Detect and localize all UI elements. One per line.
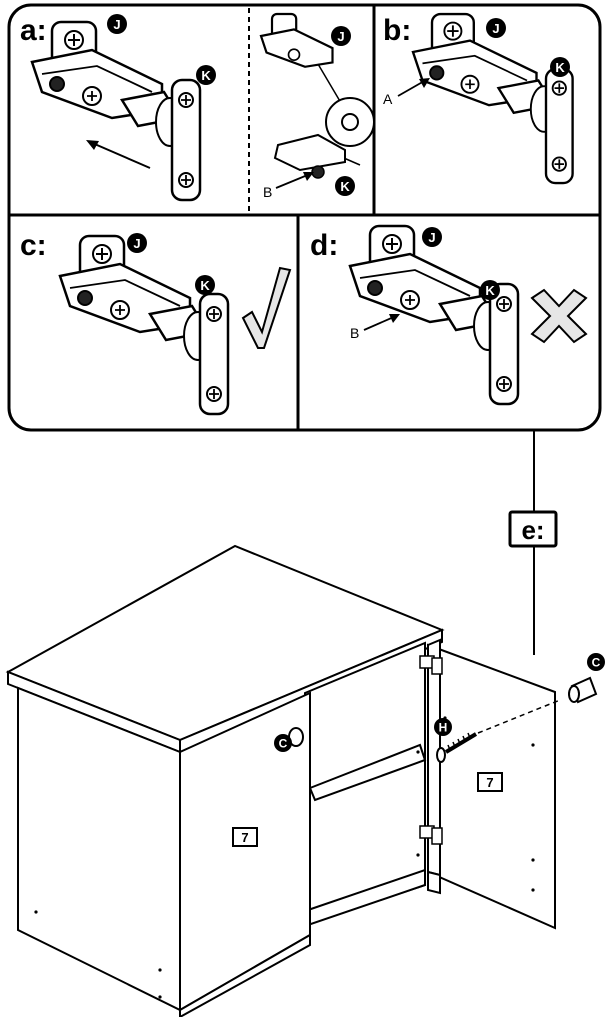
svg-text:K: K [200,278,210,293]
callout-b-d: B [350,325,359,341]
part-badge-j-b: J [486,18,506,38]
svg-text:K: K [555,60,565,75]
svg-text:H: H [439,721,448,735]
svg-text:7: 7 [241,830,248,845]
part-badge-k: K [196,65,216,85]
step-a-label: a: [20,14,47,47]
callout-b-a: B [263,184,272,200]
part-number-right-door: 7 [478,773,502,791]
step-e-connector: e: [510,430,556,655]
part-badge-j-c: J [127,233,147,253]
part-badge-k-b: K [550,57,570,77]
part-badge-h: H [434,718,452,736]
part-badge-k-detail: K [335,176,355,196]
svg-text:J: J [428,230,435,245]
step-c-label: c: [20,229,47,262]
svg-text:C: C [592,656,601,670]
part-badge-j-detail: J [331,26,351,46]
svg-text:K: K [340,179,350,194]
step-b-label: b: [383,14,411,47]
step-e-label: e: [521,515,544,545]
step-d-label: d: [310,229,338,262]
svg-text:J: J [113,17,120,32]
part-badge-c: C [587,653,605,671]
part-badge-k-d: K [480,280,500,300]
svg-text:K: K [485,283,495,298]
knob-c-drawing [569,678,596,702]
svg-text:J: J [337,29,344,44]
svg-text:C: C [279,737,288,751]
svg-text:K: K [201,68,211,83]
svg-text:J: J [133,236,140,251]
part-badge-c-knob: C [274,734,292,752]
cabinet-drawing [8,546,555,1017]
part-badge-j-d: J [422,227,442,247]
part-badge-j: J [107,14,127,34]
callout-a: A [383,91,393,107]
svg-text:J: J [492,21,499,36]
svg-text:7: 7 [486,775,493,790]
part-badge-k-c: K [195,275,215,295]
part-number-left-door: 7 [233,828,257,846]
